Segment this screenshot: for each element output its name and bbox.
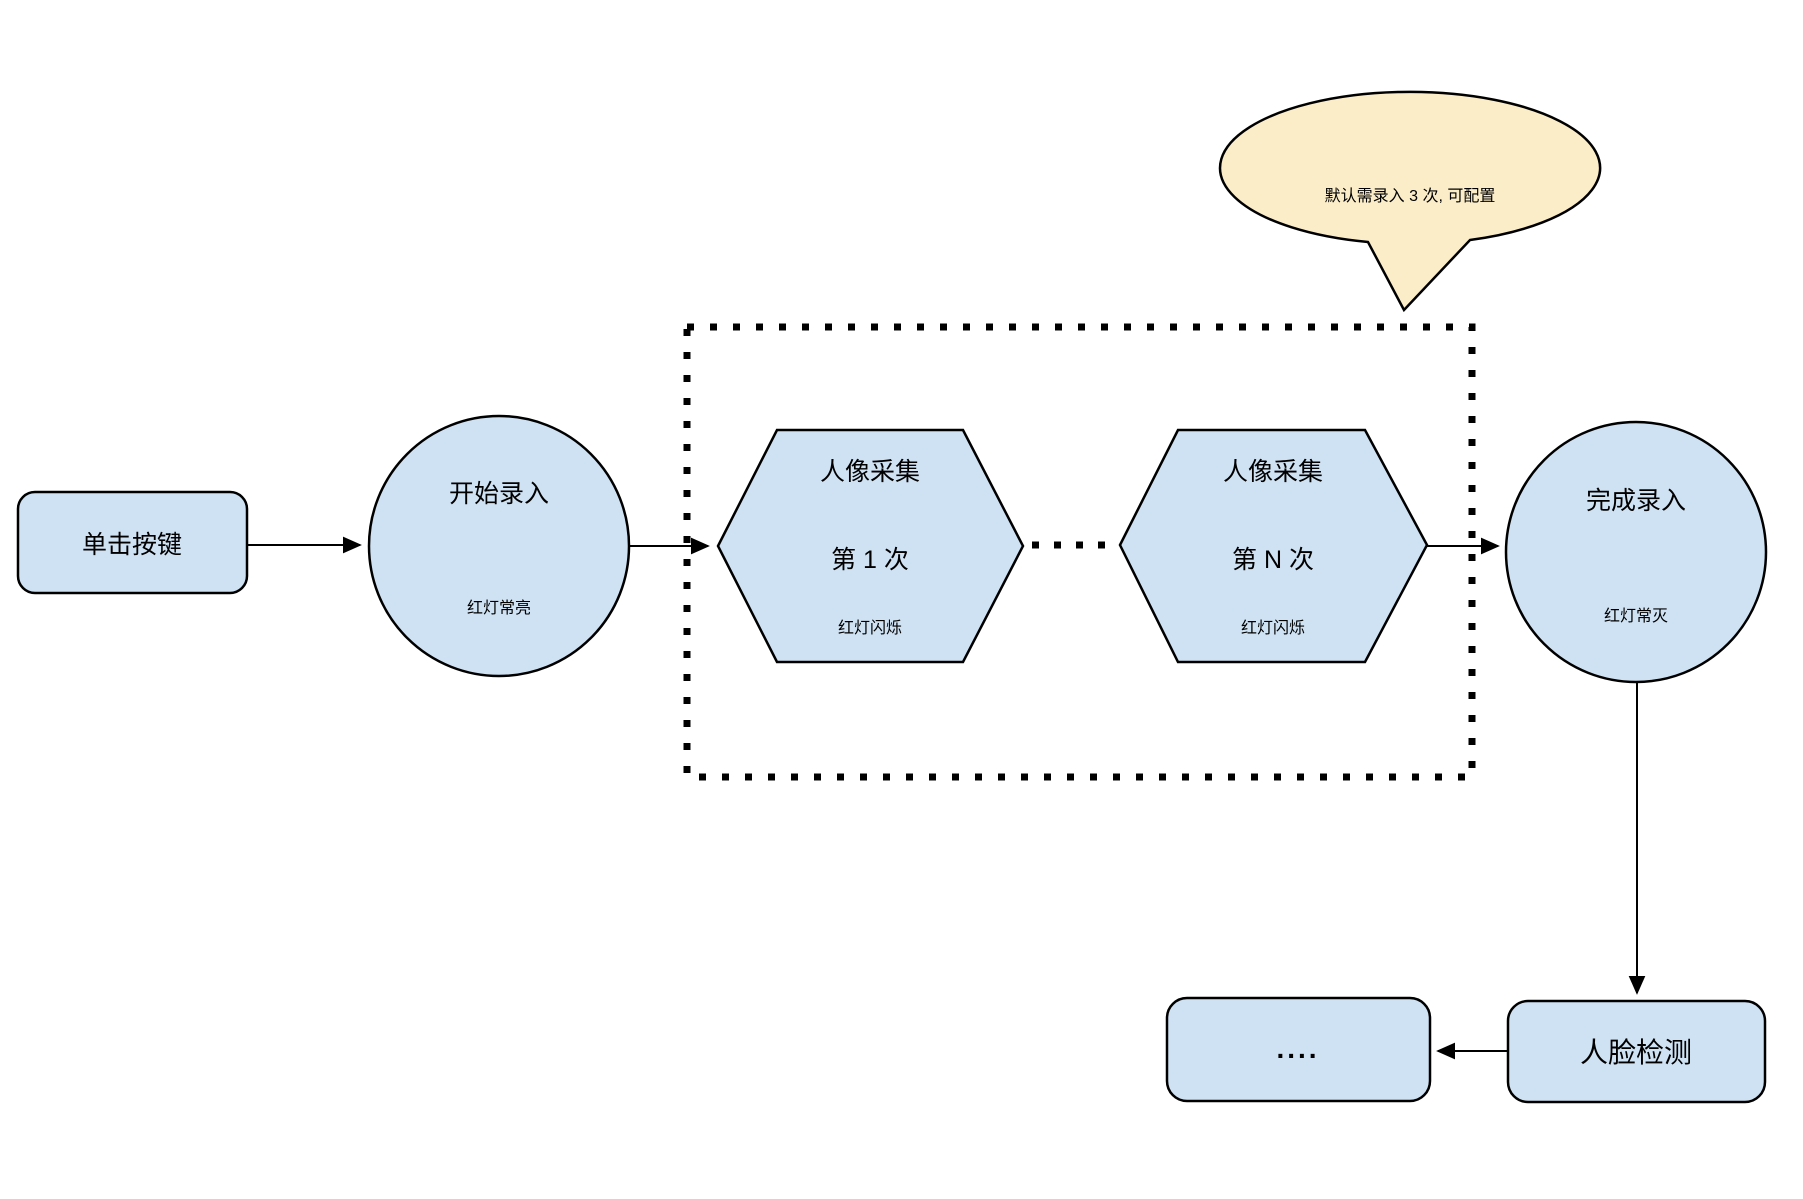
capture-n-title: 人像采集 [1223, 458, 1323, 486]
finish-enroll-status: 红灯常灭 [1604, 607, 1668, 625]
finish-enroll-shape [1504, 420, 1768, 684]
start-enroll-shape [367, 414, 631, 678]
finish-enroll-node: 完成录入 红灯常灭 [1504, 420, 1768, 684]
capture-n-subtitle: 第 N 次 [1232, 546, 1314, 574]
capture-1-subtitle: 第 1 次 [831, 546, 909, 574]
ellipsis-label: .... [1276, 1033, 1319, 1064]
capture-n-hexagon: 人像采集 第 N 次 红灯闪烁 [1118, 428, 1429, 664]
start-enroll-label: 开始录入 [449, 480, 549, 508]
capture-1-status: 红灯闪烁 [838, 619, 902, 637]
face-detect-node: 人脸检测 [1506, 999, 1767, 1104]
click-button-shape [16, 490, 249, 595]
capture-1-title: 人像采集 [820, 458, 920, 486]
capture-n-shape [1118, 428, 1429, 664]
face-detect-label: 人脸检测 [1580, 1037, 1692, 1068]
ellipsis-node: .... [1165, 996, 1432, 1103]
callout-text: 默认需录入 3 次, 可配置 [1325, 187, 1496, 205]
capture-1-shape [716, 428, 1025, 664]
capture-1-hexagon: 人像采集 第 1 次 红灯闪烁 [716, 428, 1025, 664]
start-enroll-status: 红灯常亮 [467, 599, 531, 617]
finish-enroll-label: 完成录入 [1586, 487, 1686, 515]
callout-bubble: 默认需录入 3 次, 可配置 [1218, 90, 1602, 313]
face-detect-shape [1506, 999, 1767, 1104]
ellipsis-shape [1165, 996, 1432, 1103]
click-button-node: 单击按键 [16, 490, 249, 595]
start-enroll-node: 开始录入 红灯常亮 [367, 414, 631, 678]
callout-bubble-shape [1218, 90, 1602, 313]
capture-n-status: 红灯闪烁 [1241, 619, 1305, 637]
capture-loop-dotted-border [683, 323, 1476, 781]
click-button-label: 单击按键 [82, 531, 182, 559]
